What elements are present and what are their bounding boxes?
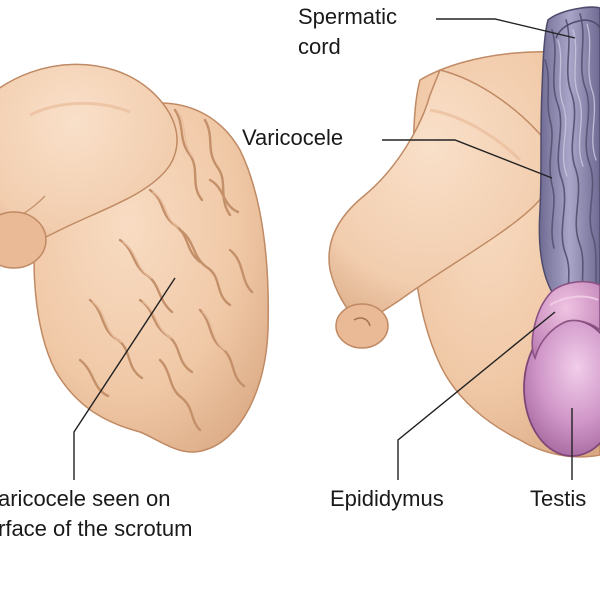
left-figure	[0, 63, 270, 453]
leader-epididymus	[397, 311, 556, 480]
right-glans	[335, 303, 389, 349]
label-epididymus: Epididymus	[330, 486, 444, 511]
left-glans	[0, 211, 47, 269]
label-testis: Testis	[530, 486, 587, 511]
label-spermatic-cord-line2: cord	[298, 34, 341, 59]
label-surface-line2: rface of the scrotum	[0, 516, 193, 541]
label-surface-line1: aricocele seen on	[0, 486, 171, 511]
leader-lines	[73, 18, 576, 480]
leader-spermatic-cord	[436, 18, 576, 39]
leader-surface	[73, 277, 176, 480]
leader-varicocele	[382, 139, 553, 179]
label-varicocele: Varicocele	[242, 125, 344, 150]
varicocele-veins	[538, 6, 600, 303]
label-spermatic-cord-line1: Spermatic	[298, 4, 398, 29]
right-figure	[328, 6, 600, 458]
epididymus	[531, 280, 600, 361]
